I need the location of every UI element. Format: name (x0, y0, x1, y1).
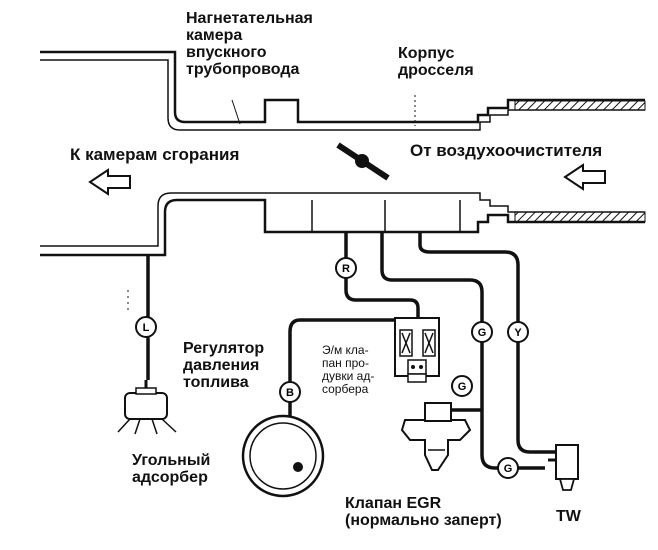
from-air-cleaner-label: От воздухоочистителя (410, 141, 603, 160)
hose-G (380, 232, 545, 470)
upper-hatched-flange (514, 100, 646, 111)
hose-Y (418, 232, 560, 454)
pressure-regulator-label: Регулятор давления топлива (183, 340, 265, 391)
svg-text:G: G (478, 327, 487, 339)
intake-chamber-leader (231, 99, 241, 125)
to-combustion-label: К камерам сгорания (70, 145, 240, 164)
svg-text:Y: Y (514, 327, 522, 339)
tw-label: TW (556, 508, 581, 525)
hose-tag-G-3: G (497, 457, 519, 479)
throttle-body-label: Корпус дросселя (398, 45, 474, 79)
hose-tag-L: L (135, 316, 157, 338)
egr-valve-label: Клапан EGR (нормально заперт) (345, 495, 502, 529)
vacuum-hoses (146, 232, 560, 470)
canister-label: Угольный адсорбер (132, 452, 211, 486)
hose-tag-G-2: G (451, 375, 473, 397)
manifold-lower-wall (40, 198, 645, 257)
svg-text:L: L (143, 322, 150, 334)
manifold-upper-wall (40, 50, 645, 124)
throttle-plate-icon (336, 142, 390, 181)
purge-solenoid-valve-icon (394, 317, 440, 383)
manifold-lower-inner (40, 192, 645, 247)
purge-valve-label: Э/м кла- пан про- дувки ад- сорбера (322, 343, 375, 396)
hose-R (344, 232, 420, 318)
svg-text:B: B (286, 387, 294, 399)
tw-sensor-icon (548, 444, 579, 491)
flow-arrow-left-icon-2 (563, 163, 606, 191)
svg-text:G: G (458, 381, 467, 393)
flow-arrow-left-icon (88, 168, 131, 196)
hose-tag-B: B (279, 381, 301, 403)
manifold-upper-inner (40, 59, 645, 131)
lower-hatched-flange (514, 211, 646, 223)
hose-tag-G-1: G (471, 321, 493, 343)
egr-valve-icon (400, 402, 472, 471)
svg-text:R: R (342, 263, 350, 275)
hose-B (288, 318, 410, 465)
hose-tag-Y: Y (507, 321, 529, 343)
intake-chamber-label: Нагнетательная камера впускного трубопро… (186, 10, 313, 78)
fuel-pressure-regulator-icon (241, 414, 325, 498)
charcoal-canister-icon (117, 380, 177, 435)
hose-tag-R: R (335, 257, 357, 279)
svg-text:G: G (504, 463, 513, 475)
